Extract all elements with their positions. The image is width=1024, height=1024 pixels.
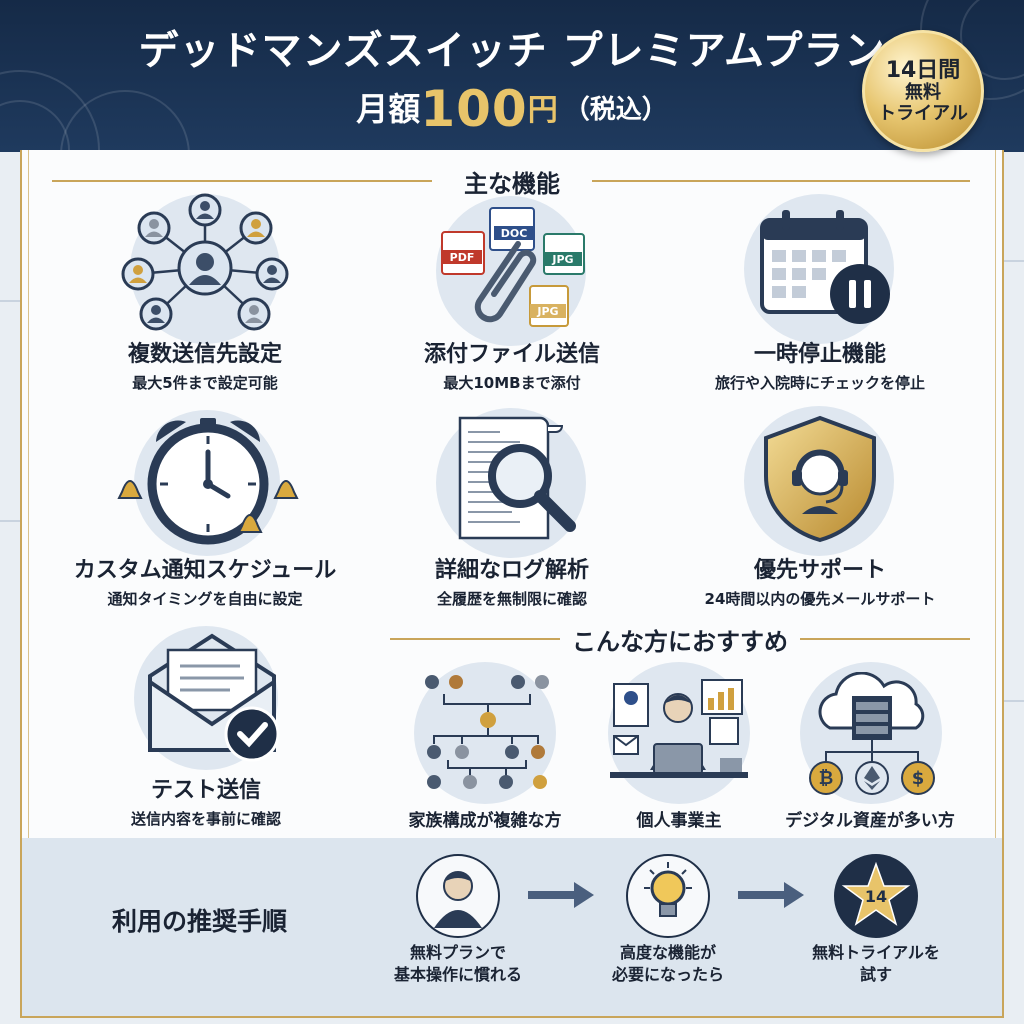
step-icon-circle: 14 [834,854,918,938]
network-people-icon [121,193,289,331]
price-line: 月額100円（税込） [0,80,1024,138]
step-label-line2: 基本操作に慣れる [393,965,522,985]
recommend-label: デジタル資産が多い方 [785,811,955,831]
price-number: 100 [420,80,528,138]
bg-line [1004,700,1024,702]
business-person-icon [610,679,748,778]
feature-card: 優先サポート 24時間以内の優先メールサポート [670,552,970,609]
recommend-label: 家族構成が複雑な方 [408,811,562,831]
arrow-right-icon [738,882,804,908]
recommend-label: 個人事業主 [636,811,722,831]
step-label: 無料トライアルを 試す [784,942,968,987]
feature-card: 添付ファイル送信 最大10MBまで添付 [362,336,662,393]
step-label-line2: 必要になったら [611,965,724,985]
feature-desc: 最大10MBまで添付 [443,374,581,392]
step-label-line2: 試す [859,965,892,985]
jpg-tag-text: JPG [536,305,558,318]
header-banner: デッドマンズスイッチ プレミアムプラン 月額100円（税込） [0,0,1024,152]
steps-band: 利用の推奨手順 無料プランで 基本操作に慣れる 高度な機能が 必要になったら 1… [22,838,1002,1016]
page-title: デッドマンズスイッチ プレミアムプラン [138,28,886,74]
feature-card: 一時停止機能 旅行や入院時にチェックを停止 [670,336,970,393]
shield-support-icon [764,415,876,543]
jpg-tag-text: JPG [551,253,573,266]
bg-line [0,520,20,522]
steps-title: 利用の推奨手順 [112,907,288,936]
feature-name: 複数送信先設定 [127,342,282,367]
alarm-clock-icon [117,418,299,545]
badge-line2: 無料 [905,81,941,103]
lightbulb-icon [644,862,692,917]
section-rule-left [390,638,560,640]
badge-line1: 14日間 [885,57,961,83]
feature-name: テスト送信 [150,778,261,803]
step-label-line1: 高度な機能が [619,943,716,962]
person-icon [434,871,482,928]
price-prefix: 月額 [356,90,421,128]
star-text: 14 [865,887,887,906]
pdf-tag-text: PDF [450,251,475,264]
features-section-title: 主な機能 [464,170,560,198]
arrow-right-icon [528,882,594,908]
step-icon-circle [416,854,500,938]
badge-line3: トライアル [878,102,968,124]
feature-name: 優先サポート [753,558,886,583]
feature-card: カスタム通知スケジュール 通知タイミングを自由に設定 [55,552,355,609]
doc-tag-text: DOC [501,227,528,240]
log-magnifier-icon [458,416,576,540]
svg-text:$: $ [912,768,925,789]
feature-desc: 通知タイミングを自由に設定 [107,590,303,608]
feature-name: 詳細なログ解析 [434,558,589,583]
step-label: 無料プランで 基本操作に慣れる [368,942,548,987]
bg-line [0,300,20,302]
paperclip-files-icon: DOC PDF JPG JPG [441,207,585,327]
feature-card: 詳細なログ解析 全履歴を無制限に確認 [362,552,662,609]
envelope-check-icon [148,633,280,762]
price-tax: （税込） [563,95,668,125]
bg-line [1004,260,1024,262]
recommend-section-title: こんな方におすすめ [572,628,788,656]
feature-desc: 旅行や入院時にチェックを停止 [714,374,925,392]
feature-name: カスタム通知スケジュール [73,558,337,583]
section-rule-left [52,180,432,182]
feature-name: 添付ファイル送信 [423,342,600,367]
section-rule-right [800,638,970,640]
step-label-line1: 無料プランで [409,943,506,962]
calendar-pause-icon [760,210,890,324]
cloud-assets-icon: ₿ $ [809,672,935,795]
price-unit: 円 [527,93,558,128]
step-label: 高度な機能が 必要になったら [578,942,758,987]
step-label-line1: 無料トライアルを [812,943,940,962]
feature-desc: 24時間以内の優先メールサポート [704,590,936,608]
step-icon-circle [626,854,710,938]
svg-text:₿: ₿ [819,768,834,789]
star-14-icon: 14 [841,861,911,926]
feature-card: テスト送信 送信内容を事前に確認 [56,772,356,829]
section-rule-right [592,180,970,182]
family-tree-icon [425,675,549,789]
feature-desc: 最大5件まで設定可能 [132,374,278,392]
feature-name: 一時停止機能 [753,342,886,367]
feature-desc: 全履歴を無制限に確認 [436,590,587,608]
trial-badge: 14日間 無料 トライアル [862,30,984,152]
feature-desc: 送信内容を事前に確認 [130,810,281,828]
feature-card: 複数送信先設定 最大5件まで設定可能 [55,336,355,393]
